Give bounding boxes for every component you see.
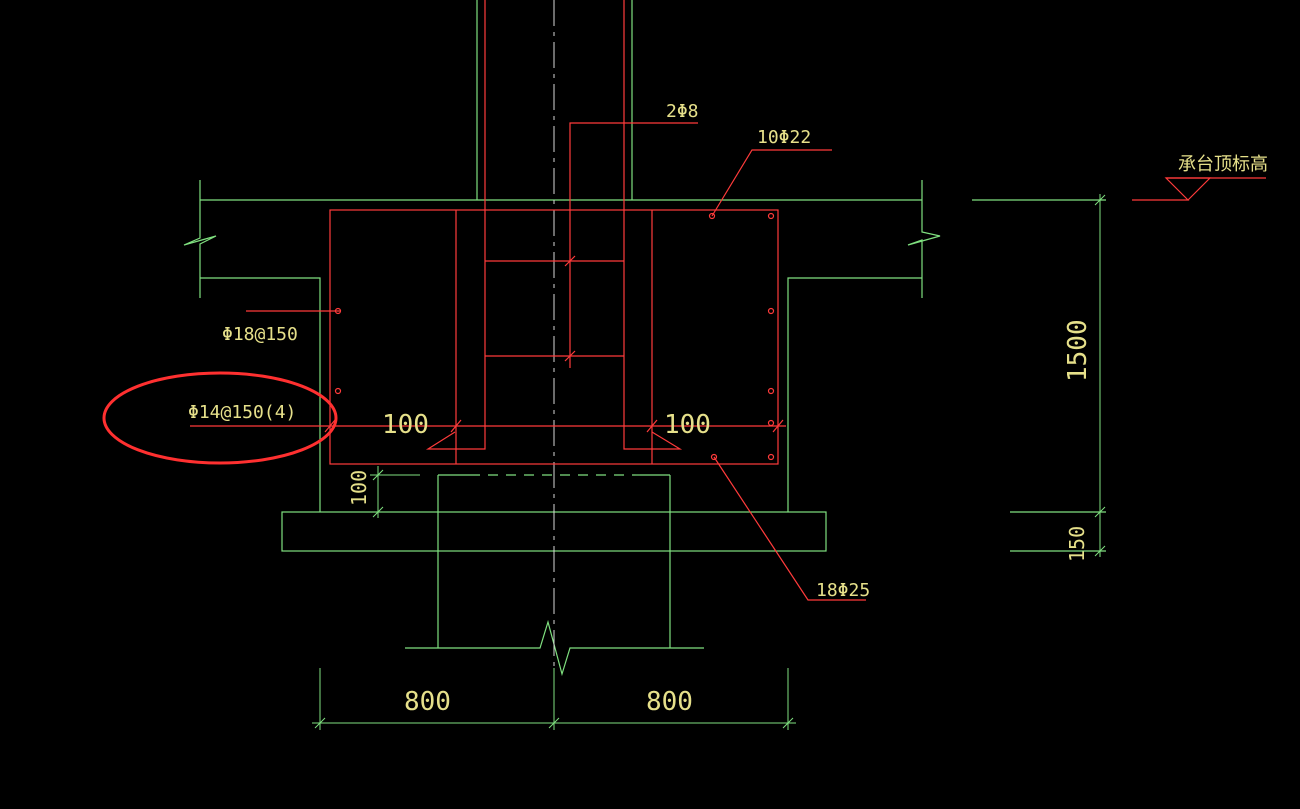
top-bars-leader bbox=[711, 149, 832, 217]
label-anchor-right: 100 bbox=[664, 410, 711, 440]
rebar-dot bbox=[767, 212, 775, 220]
bottom-bars-leader bbox=[713, 456, 866, 601]
column-bar-left bbox=[425, 0, 486, 450]
slab-bottom-right bbox=[787, 277, 922, 512]
rebar-dot bbox=[767, 419, 775, 427]
dim-half-width-right: 800 bbox=[646, 687, 693, 717]
slab-bottom-left bbox=[200, 277, 321, 512]
dim-pad-thickness-text: 150 bbox=[1065, 526, 1089, 562]
dim-cap-depth-text: 1500 bbox=[1063, 319, 1093, 382]
stirrup-tick-1 bbox=[564, 255, 576, 267]
cap-rebar-cage bbox=[329, 209, 779, 465]
rebar-dot bbox=[767, 453, 775, 461]
dim-half-width-left: 800 bbox=[404, 687, 451, 717]
rebar-dot bbox=[767, 307, 775, 315]
dim-cover-tick-top bbox=[372, 469, 384, 481]
pile-break-line bbox=[405, 619, 704, 677]
rebar-dot bbox=[708, 212, 716, 220]
dim-htick-right bbox=[782, 717, 794, 729]
rebar-dot bbox=[767, 387, 775, 395]
label-top-bars: 10Φ22 bbox=[757, 127, 811, 148]
dim-cover-tick-bottom bbox=[372, 506, 384, 518]
dim-htick-left bbox=[314, 717, 326, 729]
label-side-bars: Φ18@150 bbox=[222, 324, 298, 345]
bottom-tick-mid-right bbox=[646, 419, 658, 433]
stirrup-leader bbox=[569, 122, 698, 368]
concrete-outline bbox=[183, 0, 1106, 677]
stirrup-tick-2 bbox=[564, 350, 576, 362]
dimension-lines bbox=[312, 194, 1106, 730]
dim-htick-mid bbox=[548, 717, 560, 729]
label-bottom-bars: 18Φ25 bbox=[816, 580, 870, 601]
right-break-line bbox=[907, 180, 941, 298]
dim-tick-top bbox=[1094, 194, 1106, 206]
bottom-tick-right bbox=[772, 419, 784, 433]
left-break-line bbox=[183, 180, 217, 298]
label-elevation: 承台顶标高 bbox=[1178, 154, 1268, 175]
bottom-tick-mid-left bbox=[450, 419, 462, 433]
bottom-tick-left bbox=[324, 419, 336, 433]
rebar-dots bbox=[334, 212, 775, 461]
highlight-ellipse bbox=[102, 371, 338, 465]
rebar-dot bbox=[710, 453, 718, 461]
label-stirrup-column: 2Φ8 bbox=[666, 101, 699, 122]
dim-tick-bottom bbox=[1094, 545, 1106, 557]
elevation-symbol bbox=[1132, 177, 1212, 201]
rebar-group bbox=[190, 0, 1266, 601]
dim-cover-text: 100 bbox=[347, 470, 371, 506]
label-bottom-stirrup: Φ14@150(4) bbox=[188, 402, 296, 423]
dim-tick-mid bbox=[1094, 506, 1106, 518]
rebar-dot bbox=[334, 307, 342, 315]
label-anchor-left: 100 bbox=[382, 410, 429, 440]
column-bar-right bbox=[623, 0, 683, 450]
rebar-dot bbox=[334, 387, 342, 395]
